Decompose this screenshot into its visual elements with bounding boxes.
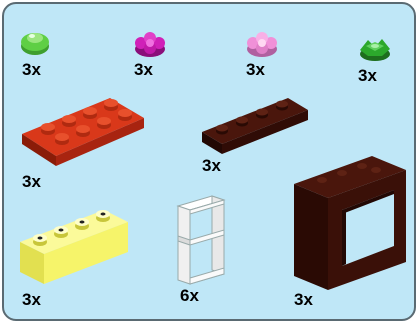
part-quantity: 6x	[180, 286, 199, 306]
magenta-flower-icon	[132, 30, 168, 60]
part-quantity: 3x	[22, 60, 41, 80]
red-plate-2x4-icon	[20, 96, 146, 168]
dark-brown-frame-icon	[292, 154, 410, 292]
parts-list-panel: 3x 3x 3x 3x	[2, 2, 416, 321]
part-quantity: 3x	[358, 66, 377, 86]
dark-brown-plate-1x4-icon	[200, 96, 310, 158]
pink-flower-icon	[244, 30, 280, 60]
yellow-brick-1x4-icon	[18, 208, 130, 286]
green-leaf-plant-icon	[356, 34, 394, 64]
part-quantity: 3x	[202, 156, 221, 176]
part-quantity: 3x	[22, 172, 41, 192]
part-quantity: 3x	[294, 290, 313, 310]
part-quantity: 3x	[22, 290, 41, 310]
part-quantity: 3x	[246, 60, 265, 80]
part-quantity: 3x	[134, 60, 153, 80]
white-window-icon	[176, 194, 226, 286]
green-round-piece-icon	[18, 28, 52, 58]
